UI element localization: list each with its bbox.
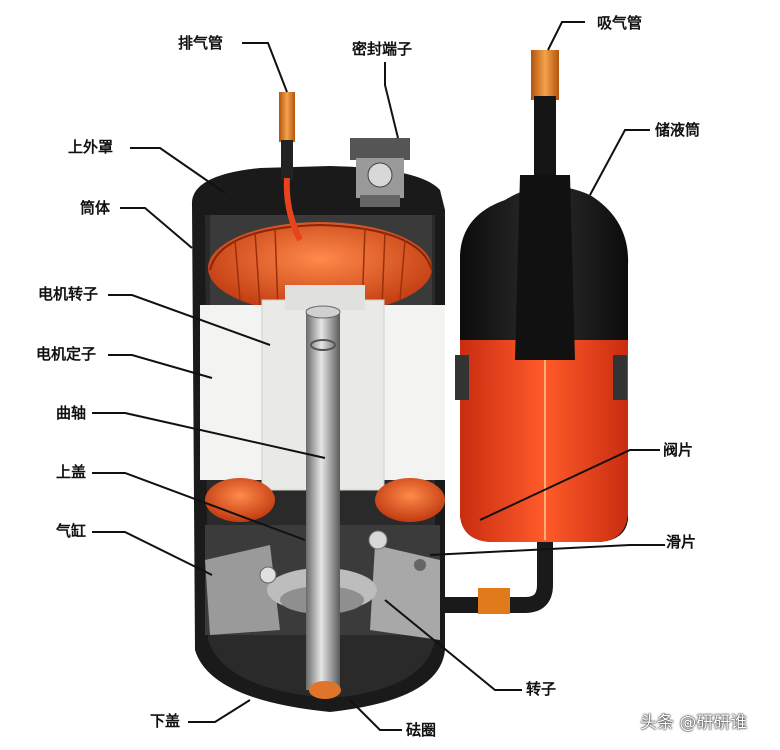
crankshaft-shape <box>305 305 341 690</box>
label-crankshaft: 曲轴 <box>56 404 87 422</box>
label-cylinder-body: 筒体 <box>80 199 111 217</box>
label-upper-shell: 上外罩 <box>68 138 114 156</box>
label-exhaust-pipe: 排气管 <box>178 34 224 52</box>
oil-pickup <box>309 681 341 699</box>
label-motor-stator: 电机定子 <box>36 345 97 363</box>
accumulator-shape <box>445 50 629 614</box>
label-valve-plate: 阀片 <box>663 441 694 459</box>
label-cylinder: 气缸 <box>56 522 87 540</box>
watermark: 头条 @研研谁 <box>640 713 748 733</box>
label-sealed-terminal: 密封端子 <box>352 40 413 58</box>
leader-lines <box>92 21 665 731</box>
label-rotor: 转子 <box>526 680 557 698</box>
label-suction-pipe: 吸气管 <box>597 14 643 32</box>
label-balance-weight: 砝圈 <box>406 721 437 739</box>
upper-winding <box>208 222 433 314</box>
label-upper-cover: 上盖 <box>56 463 87 481</box>
sealed-terminal-shape <box>350 138 410 207</box>
label-vane: 滑片 <box>666 533 697 551</box>
label-motor-rotor: 电机转子 <box>38 285 99 303</box>
label-lower-cover: 下盖 <box>150 712 181 730</box>
lower-winding <box>205 478 445 522</box>
label-accumulator: 储液筒 <box>655 121 701 139</box>
exhaust-pipe-shape <box>279 92 303 242</box>
